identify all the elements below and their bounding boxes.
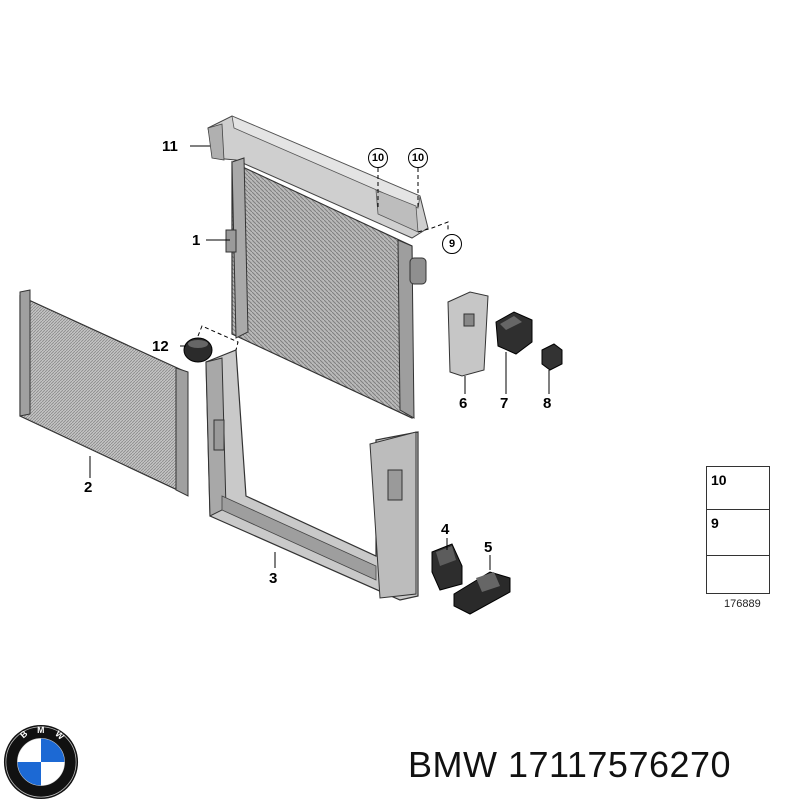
callout-6: 6	[459, 395, 468, 412]
part-2-condenser	[19, 289, 189, 497]
callout-10-left: 10	[368, 148, 388, 168]
part-11-upper-air-duct	[207, 115, 429, 239]
callout-2: 2	[84, 479, 93, 496]
legend-row-clip: 9	[707, 509, 769, 556]
callout-4: 4	[441, 521, 450, 538]
part-12-rubber-grommet	[183, 337, 213, 363]
part-8-rubber-buffer	[541, 343, 563, 371]
callout-5: 5	[484, 539, 493, 556]
callout-12: 12	[152, 338, 169, 355]
svg-text:M: M	[37, 725, 44, 735]
part-1-radiator	[225, 157, 427, 419]
part-3-frame-carrier	[205, 349, 419, 601]
part-7-rubber-buffer	[495, 311, 533, 355]
part-5-bracket-mount	[453, 571, 511, 615]
part-6-side-bracket	[447, 291, 489, 377]
callout-11: 11	[162, 138, 178, 155]
legend-number-10: 10	[711, 472, 727, 488]
legend-number-9: 9	[711, 515, 719, 531]
svg-text:B: B	[18, 728, 29, 740]
callout-10-right: 10	[408, 148, 428, 168]
callout-9: 9	[442, 234, 462, 254]
leader-lines	[89, 145, 550, 570]
callout-8: 8	[543, 395, 552, 412]
legend-box: 10 9	[706, 466, 770, 594]
part-4-rubber-mount	[431, 543, 463, 591]
diagram-reference-number: 176889	[724, 598, 761, 610]
callout-3: 3	[269, 570, 278, 587]
callout-7: 7	[500, 395, 509, 412]
callout-1: 1	[192, 232, 201, 249]
brand-part-number: BMW 17117576270	[408, 744, 732, 785]
legend-row-screw: 10	[707, 467, 769, 510]
bmw-logo: B M W	[3, 725, 79, 800]
